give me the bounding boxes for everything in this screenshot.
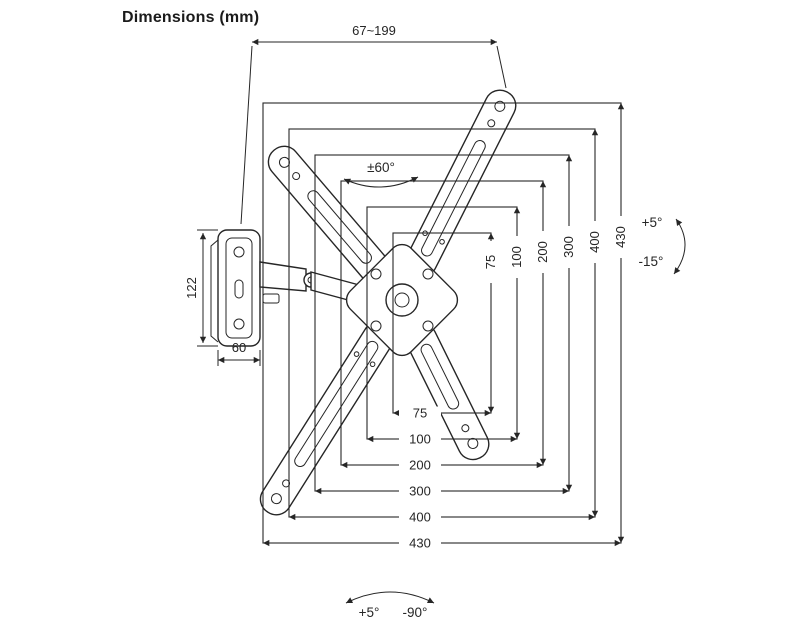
vesa-width-300: 300 (409, 484, 431, 499)
vesa-rect-430 (262, 102, 622, 544)
arm-latch (262, 293, 280, 304)
plate-width-dimension: 60 (217, 340, 261, 366)
wall-plate (210, 229, 261, 347)
hub-ring (385, 283, 419, 317)
swivel-annotation: ±60° (343, 160, 419, 188)
wall-plate-slot (234, 279, 244, 299)
tilt-down-label: -15° (639, 254, 664, 269)
tilt-up-label: +5° (642, 215, 663, 230)
swivel-rotation-arrow-icon (343, 176, 419, 188)
vesa-height-430: 430 (613, 226, 628, 248)
wall-plate-screw-top (233, 246, 245, 258)
page-title: Dimensions (mm) (122, 9, 259, 26)
screen-rotate-right-label: -90° (403, 605, 428, 620)
arm-upper-right (405, 89, 517, 278)
screen-rotation-annotation: +5° -90° (345, 591, 435, 620)
screen-rotation-arrow-icon (345, 591, 435, 604)
arm-lower-left (259, 320, 396, 516)
vesa-width-400: 400 (409, 510, 431, 525)
extension-dimension: 67~199 (240, 23, 507, 225)
vesa-width-430: 430 (409, 536, 431, 551)
vesa-height-200: 200 (535, 241, 550, 263)
hub-hole-br (422, 320, 434, 332)
vesa-height-100: 100 (509, 246, 524, 268)
vesa-height-dim-lines (487, 103, 625, 543)
vesa-height-400: 400 (587, 231, 602, 253)
wall-plate-body (217, 229, 261, 347)
plate-height-dimension: 122 (184, 229, 218, 347)
plate-width-label: 60 (232, 340, 246, 355)
vesa-width-200: 200 (409, 458, 431, 473)
tilt-rotation-arrow-icon (673, 218, 686, 275)
extension-ext-line-left (240, 45, 253, 225)
hub-hole-bl (370, 320, 382, 332)
vesa-width-75: 75 (413, 406, 427, 421)
tilt-annotation: +5° -15° (639, 215, 686, 275)
arm-segment-1 (259, 261, 307, 292)
hub-hole-tr (422, 268, 434, 280)
hub-hole-tl (370, 268, 382, 280)
wall-plate-depth-line (210, 239, 219, 343)
vesa-height-300: 300 (561, 236, 576, 258)
vesa-height-75: 75 (483, 255, 498, 269)
vesa-width-100: 100 (409, 432, 431, 447)
screen-rotate-left-label: +5° (359, 605, 380, 620)
wall-plate-inner (225, 237, 253, 339)
wall-plate-screw-bottom (233, 318, 245, 330)
vesa-height-labels: 75 100 200 300 400 430 (483, 216, 628, 283)
vesa-width-labels: 75 100 200 300 400 430 (399, 406, 441, 551)
hub-center-hole (394, 292, 410, 308)
plate-height-label: 122 (184, 277, 199, 299)
vesa-pattern-rectangles (262, 102, 622, 544)
center-hub (345, 243, 459, 357)
swivel-angle-label: ±60° (367, 160, 395, 175)
extension-ext-line-right (496, 45, 507, 89)
extension-depth-label: 67~199 (352, 23, 396, 38)
